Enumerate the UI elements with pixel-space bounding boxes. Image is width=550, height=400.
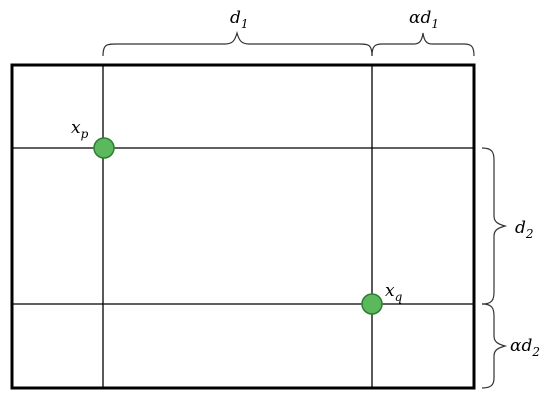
- brace-d1: [102, 30, 373, 57]
- label-alpha-d2: αd2: [510, 336, 540, 359]
- label-xp: xp: [71, 118, 89, 141]
- brace-d2: [481, 147, 508, 305]
- outer-frame: [10, 63, 476, 390]
- point-xp: [93, 137, 115, 159]
- brace-alpha-d2: [481, 303, 508, 389]
- label-d1: d1: [230, 8, 249, 31]
- point-xq: [361, 293, 383, 315]
- brace-alpha-d1: [371, 32, 475, 57]
- label-alpha-d1: αd1: [409, 8, 439, 31]
- label-xq: xq: [385, 281, 403, 304]
- label-d2: d2: [515, 218, 534, 241]
